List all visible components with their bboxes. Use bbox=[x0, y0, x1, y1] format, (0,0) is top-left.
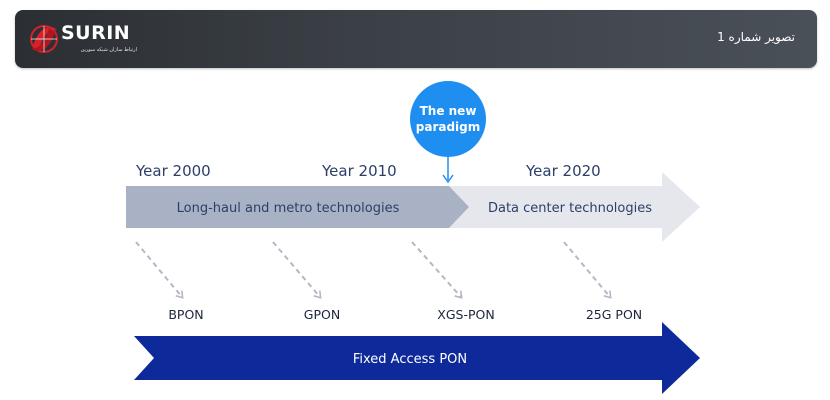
new-paradigm-circle bbox=[410, 81, 486, 157]
surin-logo[interactable]: SURIN ارتباط سازان شبکه سورین bbox=[27, 20, 137, 60]
gpon-dashed-arrow bbox=[272, 241, 322, 299]
header-bar: SURIN ارتباط سازان شبکه سورین تصویر شمار… bbox=[15, 10, 817, 68]
25g-pon-dashed-arrow bbox=[563, 241, 612, 299]
logo-name: SURIN bbox=[61, 22, 131, 44]
fixed-access-pon-label: Fixed Access PON bbox=[353, 352, 467, 367]
figure-caption: تصویر شماره 1 bbox=[717, 30, 795, 44]
paradigm-pointer-arrowhead-icon bbox=[442, 174, 454, 184]
year-2020-label: Year 2020 bbox=[525, 162, 601, 180]
year-2010-label: Year 2010 bbox=[321, 162, 397, 180]
long-haul-phase-label: Long-haul and metro technologies bbox=[177, 201, 400, 216]
xgs-pon-label: XGS-PON bbox=[437, 307, 494, 322]
data-center-phase-label: Data center technologies bbox=[488, 201, 652, 216]
bpon-label: BPON bbox=[168, 307, 203, 322]
logo-tagline: ارتباط سازان شبکه سورین bbox=[80, 47, 137, 53]
fixed-access-pon-arrow bbox=[134, 322, 700, 394]
bpon-dashed-arrow bbox=[135, 241, 184, 299]
surin-logo-mark-icon bbox=[30, 25, 58, 53]
year-2000-label: Year 2000 bbox=[135, 162, 211, 180]
long-haul-phase-arrow bbox=[126, 186, 469, 228]
new-paradigm-label-line1: The new bbox=[420, 104, 477, 118]
xgs-pon-dashed-arrow bbox=[411, 241, 463, 299]
new-paradigm-label-line2: paradigm bbox=[416, 120, 481, 134]
gpon-label: GPON bbox=[304, 307, 340, 322]
data-center-phase-arrow bbox=[449, 172, 700, 242]
25g-pon-label: 25G PON bbox=[586, 307, 642, 322]
